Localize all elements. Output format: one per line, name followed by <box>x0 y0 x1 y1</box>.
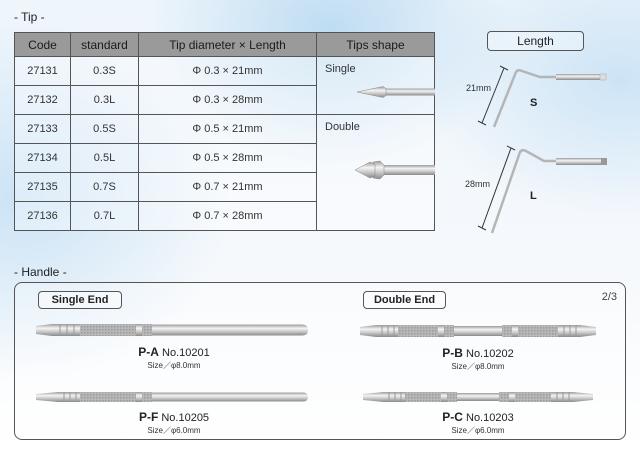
tip-section-title: - Tip - <box>14 10 45 24</box>
single-cone-tip-icon <box>356 86 435 98</box>
shape-label-double: Double <box>325 121 360 133</box>
cell-standard: 0.5L <box>70 143 139 173</box>
tip-spec-table: Code standard Tip diameter × Length Tips… <box>14 32 435 231</box>
cell-code: 27131 <box>14 56 71 86</box>
handle-p-f-size: Size／φ6.0mm <box>147 426 201 435</box>
length-diagram <box>477 65 607 234</box>
table-row: 27131 0.3S Φ 0.3 × 21mm Single <box>14 56 435 115</box>
handle-panel: 2/3 Single End Double End P-A No.10201 S… <box>14 282 626 440</box>
cell-size: Φ 0.7 × 21mm <box>138 172 317 202</box>
handle-p-a-number: No.10201 <box>162 347 210 359</box>
cell-size: Φ 0.5 × 28mm <box>138 143 317 173</box>
cell-standard: 0.3L <box>70 85 139 115</box>
cell-code: 27134 <box>14 143 71 173</box>
cell-standard: 0.7L <box>70 201 139 231</box>
cell-standard: 0.3S <box>70 56 139 86</box>
handle-p-b-caption: P-B No.10202 Size／φ8.0mm <box>398 346 558 372</box>
handle-p-a-illustration <box>36 324 308 336</box>
handle-p-c-size: Size／φ6.0mm <box>451 426 505 435</box>
length-label-box: Length <box>487 31 584 51</box>
shape-cell-single: Single <box>316 56 435 115</box>
dimension-label-short: 21mm <box>466 83 492 93</box>
handle-section-title: - Handle - <box>14 265 67 279</box>
header-tip-size: Tip diameter × Length <box>138 32 317 57</box>
cell-size: Φ 0.3 × 28mm <box>138 85 317 115</box>
table-row: 27134 0.5L Φ 0.5 × 28mm <box>14 143 435 173</box>
handle-p-f-code: P-F <box>138 410 159 424</box>
table-row: 27136 0.7L Φ 0.7 × 28mm <box>14 201 435 231</box>
header-code: Code <box>14 32 71 57</box>
handle-p-a-size: Size／φ8.0mm <box>147 361 201 370</box>
handle-p-f-caption: P-F No.10205 Size／φ6.0mm <box>94 410 254 436</box>
table-header-row: Code standard Tip diameter × Length Tips… <box>14 32 435 57</box>
double-end-label: Double End <box>363 291 446 309</box>
cell-code: 27136 <box>14 201 71 231</box>
header-tips-shape: Tips shape <box>316 32 435 57</box>
cell-code: 27132 <box>14 85 71 115</box>
cell-size: Φ 0.3 × 21mm <box>138 56 317 86</box>
cell-size: Φ 0.7 × 28mm <box>138 201 317 231</box>
short-tip-illustration <box>477 65 607 128</box>
cell-standard: 0.7S <box>70 172 139 202</box>
cell-code: 27133 <box>14 114 71 144</box>
header-standard: standard <box>70 32 139 57</box>
table-row: 27135 0.7S Φ 0.7 × 21mm <box>14 172 435 202</box>
handle-p-a-caption: P-A No.10201 Size／φ8.0mm <box>94 345 254 371</box>
dimension-label-long: 28mm <box>465 179 491 189</box>
table-row: 27132 0.3L Φ 0.3 × 28mm <box>14 85 435 115</box>
handle-p-b-illustration <box>360 325 596 337</box>
letter-short: S <box>530 97 538 109</box>
single-end-label: Single End <box>38 291 122 309</box>
handle-p-b-size: Size／φ8.0mm <box>451 362 505 371</box>
handle-p-b-code: P-B <box>442 346 463 360</box>
cell-standard: 0.5S <box>70 114 139 144</box>
handle-p-c-illustration <box>363 392 593 402</box>
handle-p-c-number: No.10203 <box>466 412 514 424</box>
handle-p-b-number: No.10202 <box>466 348 514 360</box>
double-cone-tip-icon <box>354 160 435 180</box>
handle-p-a-code: P-A <box>138 345 159 359</box>
handle-p-f-illustration <box>36 392 308 402</box>
cell-size: Φ 0.5 × 21mm <box>138 114 317 144</box>
shape-label-single: Single <box>325 63 356 75</box>
long-tip-illustration <box>477 145 607 234</box>
handle-p-c-caption: P-C No.10203 Size／φ6.0mm <box>398 410 558 436</box>
shape-cell-double: Double <box>316 114 435 231</box>
letter-long: L <box>530 190 537 202</box>
handle-p-c-code: P-C <box>442 410 463 424</box>
cell-code: 27135 <box>14 172 71 202</box>
table-row: 27133 0.5S Φ 0.5 × 21mm Double <box>14 114 435 231</box>
page-number: 2/3 <box>601 291 617 303</box>
handle-p-f-number: No.10205 <box>161 412 210 424</box>
